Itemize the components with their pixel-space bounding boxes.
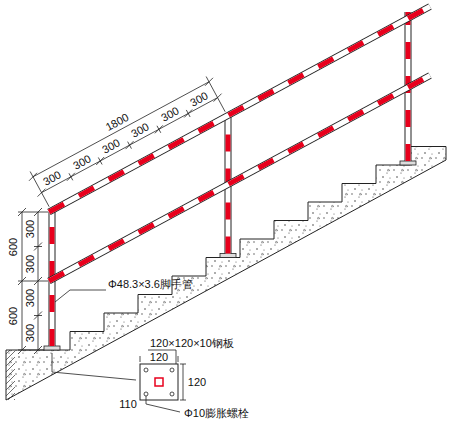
base-plate: [44, 346, 60, 350]
dimension-label: 300: [100, 136, 122, 155]
dimension-label: 300: [41, 168, 63, 187]
pipe-callout: Φ48.3×3.6脚手管: [108, 278, 193, 290]
plate-dimension: 120: [150, 351, 168, 363]
dimension-label: 600: [7, 237, 19, 255]
dimension-label: 300: [71, 152, 93, 171]
steel-pipes: [49, 7, 430, 347]
dimension-label: 1800: [104, 111, 131, 133]
dimension-label: 300: [24, 255, 36, 273]
dimension-label: 300: [159, 105, 181, 124]
dimension-lines: [29, 77, 225, 207]
plate-callout: 120×120×10钢板: [150, 337, 234, 349]
plate-detail: [140, 356, 186, 412]
leader-line: [55, 290, 106, 302]
plate-dimension: 110: [119, 398, 137, 410]
base-plate: [220, 254, 236, 258]
dimension-label: 300: [188, 89, 210, 108]
plate-dimension: 120: [188, 376, 206, 388]
vertical-dimensions: [18, 208, 48, 354]
bolt-callout: Φ10膨胀螺栓: [184, 407, 249, 419]
dimension-label: 300: [24, 324, 36, 342]
leader-line: [52, 353, 136, 380]
dimension-label: 300: [24, 220, 36, 238]
leader-line: [148, 350, 176, 365]
dimension-label: 600: [7, 306, 19, 324]
dimension-label: 300: [24, 289, 36, 307]
base-plate: [400, 161, 416, 165]
ground-hatch: [6, 350, 15, 400]
dimension-label: 300: [129, 121, 151, 140]
